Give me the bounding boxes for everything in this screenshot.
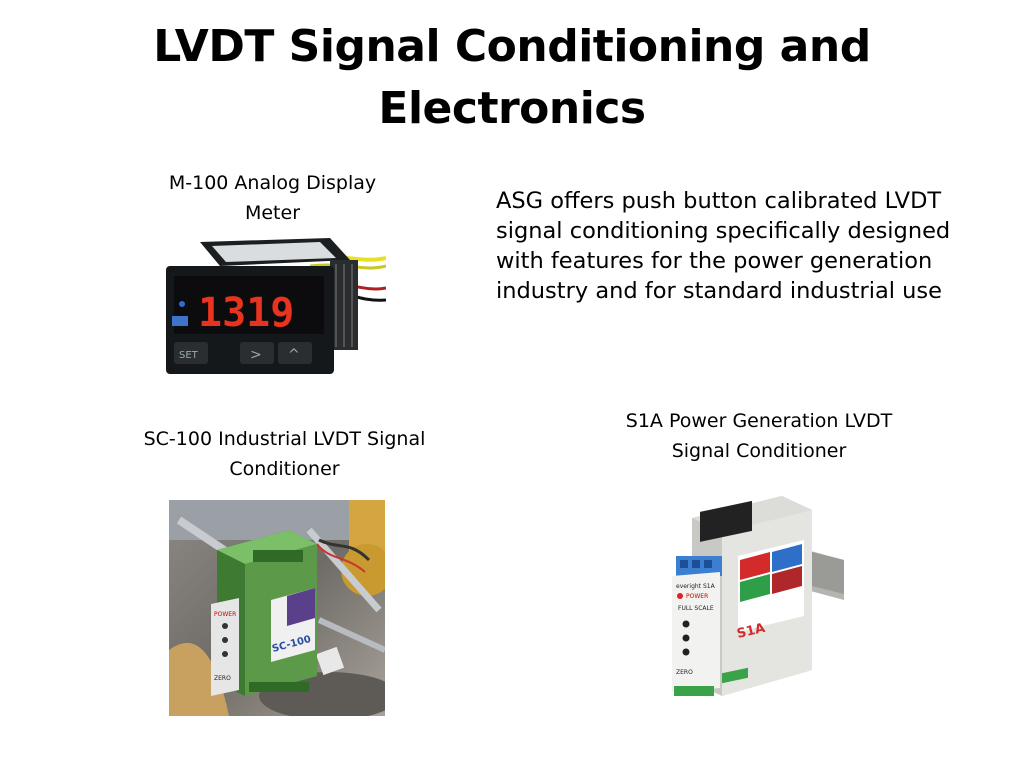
s1a-caption: S1A Power Generation LVDT Signal Conditi… [625, 410, 893, 462]
sc100-image: POWER ZERO SC-100 [169, 500, 385, 716]
s1a-power-label: POWER [686, 593, 708, 600]
svg-text:SET: SET [179, 350, 199, 361]
s1a-module-label: S1A [736, 621, 767, 642]
m100-display-value: 1319 [198, 290, 294, 336]
sc100-caption: SC-100 Industrial LVDT Signal Conditione… [143, 428, 426, 480]
m100-caption: M-100 Analog Display Meter [168, 172, 377, 224]
sc100-zero-label: ZERO [214, 675, 231, 682]
svg-text:everight S1A: everight S1A [676, 583, 716, 590]
s1a-fullscale-label: FULL SCALE [678, 605, 714, 612]
s1a-zero-label: ZERO [676, 669, 693, 676]
product-description: ASG offers push button calibrated LVDT s… [496, 188, 951, 304]
svg-text:^: ^ [288, 347, 300, 363]
s1a-image: everight S1A POWER FULL SCALE ZERO S1A [662, 490, 844, 706]
m100-image: 1319 SET > ^ [160, 232, 386, 378]
sc100-power-label: POWER [214, 611, 236, 618]
svg-text:>: > [250, 347, 262, 363]
slide-title: LVDT Signal Conditioning and Electronics [153, 21, 871, 134]
